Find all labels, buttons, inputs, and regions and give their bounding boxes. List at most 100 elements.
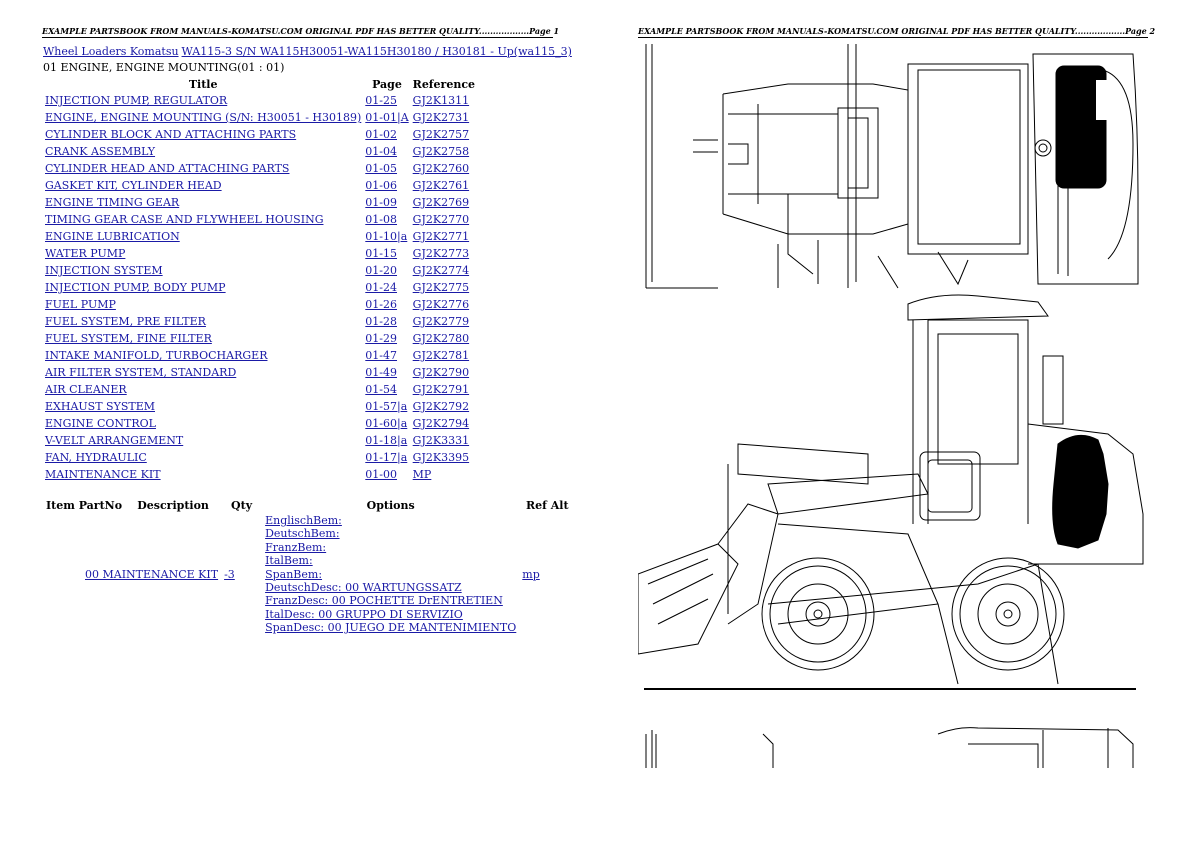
option-link[interactable]: ItalBem: <box>265 554 313 568</box>
toc-reference-link[interactable]: GJ2K3331 <box>412 434 470 447</box>
toc-title-link[interactable]: AIR CLEANER <box>45 383 127 396</box>
toc-page-link[interactable]: 01-28 <box>365 315 398 328</box>
toc-title-link[interactable]: FUEL PUMP <box>45 298 116 311</box>
toc-page-link[interactable]: 01-26 <box>365 298 398 311</box>
table-row: ENGINE CONTROL 01-60|a GJ2K2794 <box>43 415 477 432</box>
bottom-partial-view <box>645 727 1134 768</box>
table-row: CYLINDER HEAD AND ATTACHING PARTS 01-05 GJ… <box>43 160 477 177</box>
table-row: AIR CLEANER 01-54 GJ2K2791 <box>43 381 477 398</box>
toc-page-link[interactable]: 01-49 <box>365 366 398 379</box>
toc-title-link[interactable]: TIMING GEAR CASE AND FLYWHEEL HOUSING <box>45 213 324 226</box>
toc-page-link[interactable]: 01-24 <box>365 281 398 294</box>
option-link[interactable]: FranzDesc: 00 POCHETTE DrENTRETIEN <box>265 594 503 608</box>
option-link[interactable]: SpanDesc: 00 JUEGO DE MANTENIMIENTO <box>265 621 517 635</box>
toc-title-link[interactable]: ENGINE TIMING GEAR <box>45 196 180 209</box>
toc-reference-link[interactable]: GJ2K2794 <box>412 417 470 430</box>
table-row: FUEL PUMP 01-26 GJ2K2776 <box>43 296 477 313</box>
column-header-description: Description <box>137 498 209 512</box>
breadcrumb-link-model[interactable]: WA115-3 S/N WA115H30051-WA115H30180 / H3… <box>181 45 572 58</box>
toc-page-link[interactable]: 01-60|a <box>365 417 408 430</box>
parts-table: Item PartNo Description Qty Options Ref … <box>43 496 575 635</box>
toc-title-link[interactable]: ENGINE, ENGINE MOUNTING (S/N: H30051 - H… <box>45 111 362 124</box>
table-row: ENGINE, ENGINE MOUNTING (S/N: H30051 - H… <box>43 109 477 126</box>
toc-reference-link[interactable]: GJ2K2760 <box>412 162 470 175</box>
option-link[interactable]: DeutschBem: <box>265 527 340 541</box>
toc-reference-link[interactable]: GJ2K2761 <box>412 179 470 192</box>
toc-reference-link[interactable]: GJ2K2780 <box>412 332 470 345</box>
toc-title-link[interactable]: GASKET KIT, CYLINDER HEAD <box>45 179 222 192</box>
toc-reference-link[interactable]: GJ2K2774 <box>412 264 470 277</box>
table-row: TIMING GEAR CASE AND FLYWHEEL HOUSING 01-… <box>43 211 477 228</box>
toc-page-link[interactable]: 01-05 <box>365 162 398 175</box>
toc-title-link[interactable]: FUEL SYSTEM, FINE FILTER <box>45 332 212 345</box>
toc-reference-link[interactable]: GJ2K2771 <box>412 230 470 243</box>
toc-page-link[interactable]: 01-20 <box>365 264 398 277</box>
toc-reference-link[interactable]: GJ2K2775 <box>412 281 470 294</box>
toc-reference-link[interactable]: GJ2K2769 <box>412 196 470 209</box>
option-link[interactable]: ItalDesc: 00 GRUPPO DI SERVIZIO <box>265 607 463 621</box>
toc-title-link[interactable]: INJECTION PUMP, REGULATOR <box>45 94 228 107</box>
toc-title-link[interactable]: CYLINDER HEAD AND ATTACHING PARTS <box>45 162 290 175</box>
toc-reference-link[interactable]: GJ2K2758 <box>412 145 470 158</box>
ref-link[interactable]: mp <box>522 567 540 581</box>
loader-drawing <box>638 44 1148 768</box>
toc-title-link[interactable]: AIR FILTER SYSTEM, STANDARD <box>45 366 237 379</box>
toc-title-link[interactable]: CYLINDER BLOCK AND ATTACHING PARTS <box>45 128 297 141</box>
toc-reference-link[interactable]: GJ2K2776 <box>412 298 470 311</box>
toc-title-link[interactable]: INTAKE MANIFOLD, TURBOCHARGER <box>45 349 268 362</box>
option-link[interactable]: DeutschDesc: 00 WARTUNGSSATZ <box>265 580 462 594</box>
qty-link[interactable]: -3 <box>224 567 235 581</box>
toc-page-link[interactable]: 01-08 <box>365 213 398 226</box>
toc-page-link[interactable]: 01-47 <box>365 349 398 362</box>
toc-title-link[interactable]: CRANK ASSEMBLY <box>45 145 156 158</box>
toc-reference-link[interactable]: GJ2K2731 <box>412 111 470 124</box>
toc-reference-link[interactable]: GJ2K2757 <box>412 128 470 141</box>
toc-title-link[interactable]: INJECTION SYSTEM <box>45 264 163 277</box>
toc-reference-link[interactable]: GJ2K3395 <box>412 451 470 464</box>
toc-page-link[interactable]: 01-00 <box>365 468 398 481</box>
toc-reference-link[interactable]: GJ2K2792 <box>412 400 470 413</box>
toc-page-link[interactable]: 01-04 <box>365 145 398 158</box>
table-row: INTAKE MANIFOLD, TURBOCHARGER 01-47 GJ2K27… <box>43 347 477 364</box>
toc-title-link[interactable]: V-VELT ARRANGEMENT <box>45 434 184 447</box>
toc-page-link[interactable]: 01-17|a <box>365 451 408 464</box>
toc-page-link[interactable]: 01-02 <box>365 128 398 141</box>
option-link[interactable]: EnglischBem: <box>265 514 342 527</box>
option-link[interactable]: SpanBem: <box>265 567 323 581</box>
toc-page-link[interactable]: 01-54 <box>365 383 398 396</box>
toc-title-link[interactable]: MAINTENANCE KIT <box>45 468 161 481</box>
toc-title-link[interactable]: ENGINE CONTROL <box>45 417 156 430</box>
toc-page-link[interactable]: 01-01|A <box>365 111 409 124</box>
toc-page-link[interactable]: 01-18|a <box>365 434 408 447</box>
toc-reference-link[interactable]: GJ2K2791 <box>412 383 470 396</box>
toc-page-link[interactable]: 01-06 <box>365 179 398 192</box>
toc-title-link[interactable]: FAN, HYDRAULIC <box>45 451 147 464</box>
toc-title-link[interactable]: INJECTION PUMP, BODY PUMP <box>45 281 226 294</box>
toc-reference-link[interactable]: GJ2K2773 <box>412 247 470 260</box>
toc-title-link[interactable]: ENGINE LUBRICATION <box>45 230 180 243</box>
table-row: ENGINE LUBRICATION 01-10|a GJ2K2771 <box>43 228 477 245</box>
toc-page-link[interactable]: 01-25 <box>365 94 398 107</box>
toc-page-link[interactable]: 01-15 <box>365 247 398 260</box>
toc-page-link[interactable]: 01-57|a <box>365 400 408 413</box>
toc-title-link[interactable]: WATER PUMP <box>45 247 126 260</box>
breadcrumb-link-wheel-loaders[interactable]: Wheel Loaders Komatsu <box>43 45 179 58</box>
toc-title-link[interactable]: FUEL SYSTEM, PRE FILTER <box>45 315 206 328</box>
toc-reference-link[interactable]: MP <box>412 468 432 481</box>
toc-reference-link[interactable]: GJ2K1311 <box>412 94 470 107</box>
column-header-options: Options <box>366 498 415 512</box>
option-link[interactable]: FranzBem: <box>265 540 327 554</box>
toc-reference-link[interactable]: GJ2K2779 <box>412 315 470 328</box>
engine-side-shape <box>1052 434 1109 549</box>
toc-page-link[interactable]: 01-10|a <box>365 230 408 243</box>
column-header-reference: Reference <box>412 77 476 91</box>
table-row: AIR FILTER SYSTEM, STANDARD 01-49 GJ2K2790 <box>43 364 477 381</box>
table-row: ENGINE TIMING GEAR 01-09 GJ2K2769 <box>43 194 477 211</box>
toc-reference-link[interactable]: GJ2K2770 <box>412 213 470 226</box>
part-number-link[interactable]: 00 MAINTENANCE KIT <box>85 567 219 581</box>
toc-reference-link[interactable]: GJ2K2781 <box>412 349 470 362</box>
toc-title-link[interactable]: EXHAUST SYSTEM <box>45 400 155 413</box>
toc-page-link[interactable]: 01-29 <box>365 332 398 345</box>
toc-reference-link[interactable]: GJ2K2790 <box>412 366 470 379</box>
toc-page-link[interactable]: 01-09 <box>365 196 398 209</box>
